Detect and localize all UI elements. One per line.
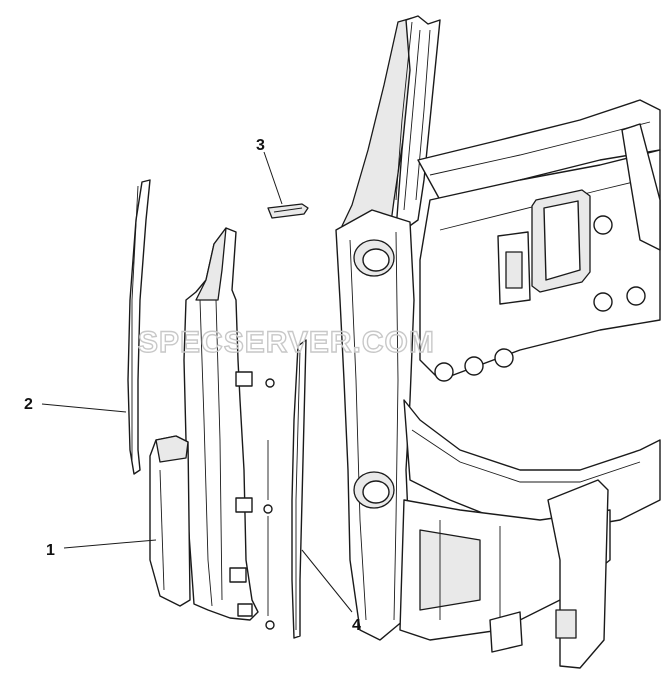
callout-label-2: 2 [24, 396, 33, 413]
cab-body-structure [335, 15, 661, 669]
leader-lines [41, 151, 353, 613]
callout-label-1: 1 [46, 542, 55, 559]
part-1-trim-panel [149, 227, 259, 621]
part-3-small-bracket [267, 203, 309, 219]
callout-label-3: 3 [256, 137, 265, 154]
watermark-text: SPECSERVER.COM [138, 326, 435, 359]
fasteners [263, 378, 275, 630]
part-2-curved-strip [127, 179, 151, 475]
part-4-sealing-strip [291, 339, 307, 639]
callout-label-4: 4 [352, 617, 361, 634]
